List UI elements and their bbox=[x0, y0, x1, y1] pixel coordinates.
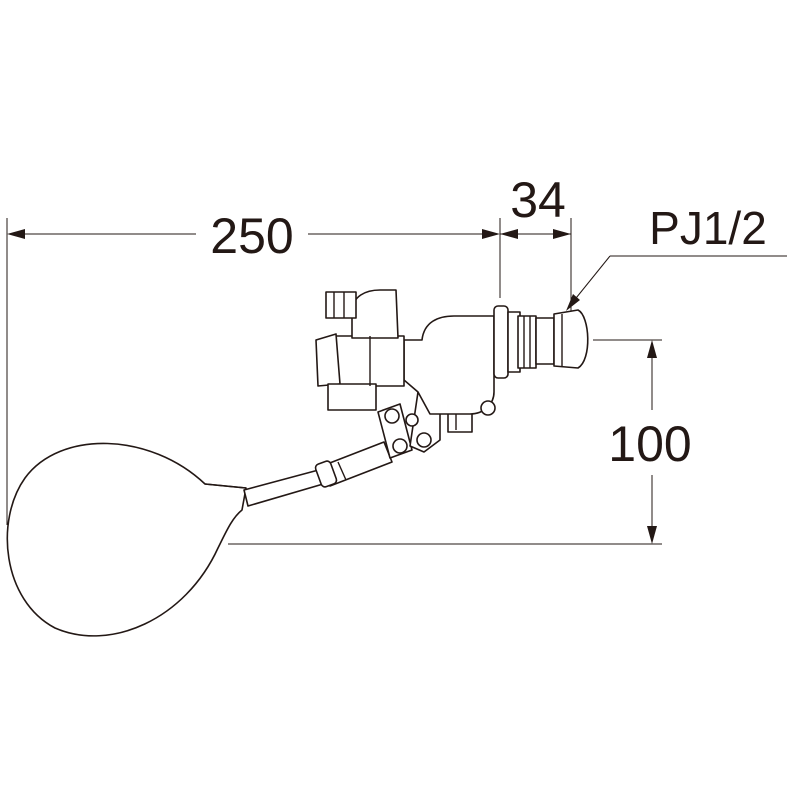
body-screw bbox=[480, 400, 496, 416]
dimension-250-label: 250 bbox=[210, 208, 293, 264]
pivot-pin-1 bbox=[384, 408, 400, 424]
arrowhead-100-bottom bbox=[647, 526, 657, 544]
thread-callout: PJ1/2 bbox=[566, 202, 787, 311]
thread-label: PJ1/2 bbox=[649, 202, 767, 254]
arrowhead-34-right bbox=[553, 229, 571, 239]
arrowhead-left bbox=[7, 229, 25, 239]
dimension-100: 100 bbox=[228, 339, 692, 545]
pivot-pin-2 bbox=[392, 438, 408, 454]
mounting-assembly bbox=[493, 305, 589, 379]
inlet-block bbox=[329, 335, 405, 387]
pivot-pin-3 bbox=[416, 432, 432, 448]
elbow-fitting bbox=[351, 289, 399, 339]
float-ball-body bbox=[6, 442, 247, 637]
dimension-34: 34 bbox=[500, 172, 572, 318]
flange-washer bbox=[493, 305, 509, 379]
lock-nut bbox=[517, 315, 537, 369]
dimension-100-label: 100 bbox=[608, 416, 691, 472]
sleeve-ring bbox=[337, 461, 347, 481]
sleeve-end-cap bbox=[314, 460, 338, 488]
float-ball bbox=[6, 442, 247, 637]
arrowhead-250-right bbox=[482, 229, 500, 239]
arrowhead-100-top bbox=[647, 340, 657, 358]
arrowhead-34-left bbox=[500, 229, 518, 239]
connection-nut bbox=[553, 309, 589, 369]
float-ball-neck bbox=[204, 483, 247, 489]
valve-housing bbox=[403, 315, 495, 415]
threaded-shank bbox=[535, 317, 555, 365]
hose-barb bbox=[325, 291, 357, 319]
valve-body bbox=[315, 289, 496, 416]
float-arm bbox=[243, 441, 393, 507]
dimension-34-label: 34 bbox=[510, 172, 566, 228]
leader-arrowhead bbox=[566, 294, 580, 311]
dimension-250: 250 bbox=[6, 208, 501, 525]
lower-nozzle bbox=[327, 383, 377, 411]
inlet-cap bbox=[315, 333, 341, 387]
pivot-pin-4 bbox=[405, 413, 419, 427]
